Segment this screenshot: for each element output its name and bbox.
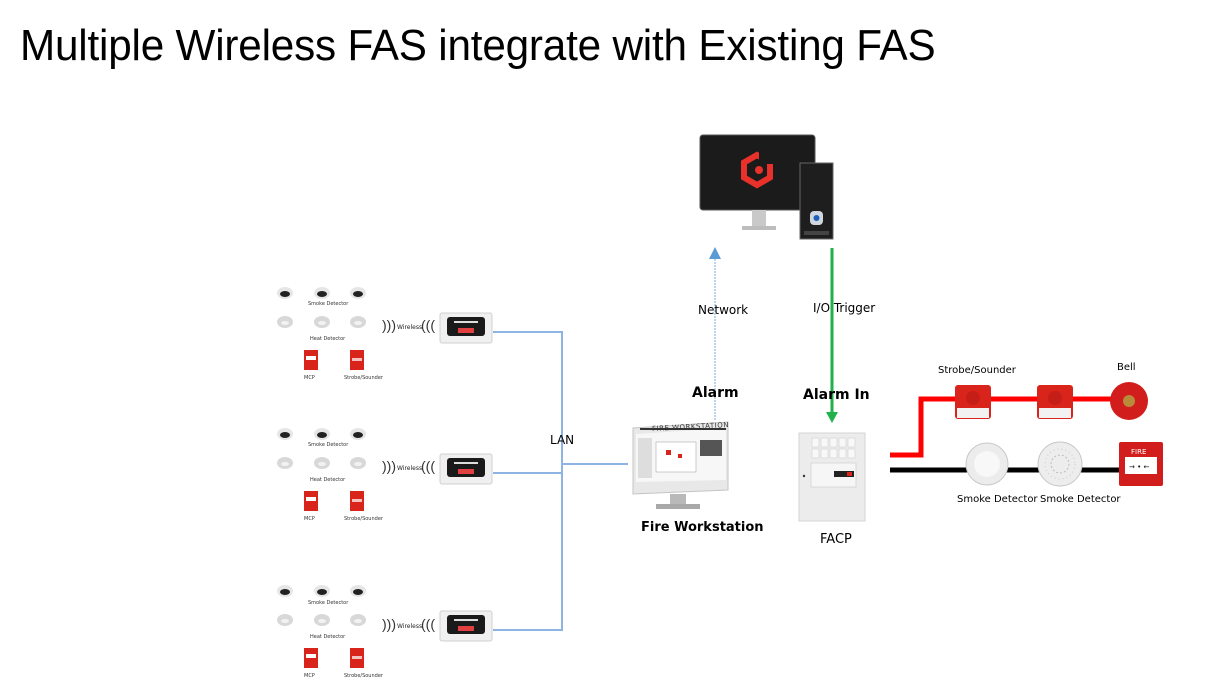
strobe-sounder-icon xyxy=(955,385,991,419)
heat-detector-label: Heat Detector xyxy=(310,477,346,483)
smoke-detector-icon xyxy=(350,287,366,299)
existing-fas-devices: FIRE → • ← xyxy=(955,382,1163,487)
network-arrow xyxy=(709,247,721,420)
smoke-detector-icon xyxy=(277,428,293,440)
bell-icon xyxy=(1110,382,1148,420)
smoke-detector-icon xyxy=(350,428,366,440)
io-trigger-label: I/O Trigger xyxy=(813,301,876,315)
mcp-icon xyxy=(304,350,318,370)
wireless-signal-out-icon: ))) xyxy=(382,458,396,474)
wireless-signal-in-icon: ((( xyxy=(421,458,435,474)
heat-detector-icon xyxy=(350,316,366,328)
existing-smoke-detector-2-label: Smoke Detector xyxy=(1040,494,1121,505)
io-trigger-arrowhead xyxy=(826,412,838,423)
lan-bus xyxy=(493,331,628,631)
fire-workstation-monitor-icon xyxy=(632,421,729,509)
smoke-detectors xyxy=(277,585,366,668)
strobe-sounder-icon xyxy=(350,350,364,370)
heat-detector-label: Heat Detector xyxy=(310,634,346,640)
heat-detector-icon xyxy=(314,316,330,328)
strobe-sounder-label: Strobe/Sounder xyxy=(344,516,383,522)
mcp-fire-text: FIRE xyxy=(1131,448,1146,456)
wireless-signal-in-icon: ((( xyxy=(421,616,435,632)
vms-server-computer-icon xyxy=(699,134,834,240)
mcp-label: MCP xyxy=(304,375,315,381)
existing-smoke-detector-1-label: Smoke Detector xyxy=(957,494,1038,505)
heat-detector-icon xyxy=(314,614,330,626)
slide-title: Multiple Wireless FAS integrate with Exi… xyxy=(20,21,936,70)
mcp-label: MCP xyxy=(304,673,315,679)
mcp-label: MCP xyxy=(304,516,315,522)
heat-detector-label: Heat Detector xyxy=(310,336,346,342)
manual-call-point-icon: FIRE → • ← xyxy=(1119,442,1163,486)
network-label: Network xyxy=(698,303,749,317)
strobe-sounder-icon xyxy=(350,491,364,511)
wireless-label: Wireless xyxy=(397,623,423,630)
fire-workstation-label: Fire Workstation xyxy=(641,520,764,535)
lan-label: LAN xyxy=(550,433,575,447)
strobe-sounder-icon xyxy=(350,648,364,668)
mcp-icon xyxy=(304,491,318,511)
smoke-detector-icon xyxy=(314,428,330,440)
strobe-sounder-label: Strobe/Sounder xyxy=(344,673,383,679)
smoke-detector-label: Smoke Detector xyxy=(308,442,349,448)
smoke-detector-icon xyxy=(965,442,1009,486)
wireless-signal-out-icon: ))) xyxy=(382,317,396,333)
wireless-panel-icon xyxy=(439,610,493,642)
alarm-label: Alarm xyxy=(692,385,739,401)
logo-icon xyxy=(741,151,773,189)
bell-label: Bell xyxy=(1117,362,1136,373)
existing-strobe-sounder-label: Strobe/Sounder xyxy=(938,365,1016,376)
strobe-sounder-icon xyxy=(1037,385,1073,419)
smoke-detector-label: Smoke Detector xyxy=(308,301,349,307)
wireless-panel-icon xyxy=(439,453,493,485)
smoke-detectors xyxy=(277,428,366,511)
strobe-sounder-label: Strobe/Sounder xyxy=(344,375,383,381)
io-trigger-arrow xyxy=(826,248,838,423)
wireless-label: Wireless xyxy=(397,324,423,331)
heat-detector-icon xyxy=(277,457,293,469)
heat-detector-icon xyxy=(277,614,293,626)
heat-detector-icon xyxy=(350,614,366,626)
lan-line-group-1 xyxy=(493,331,563,631)
wireless-signal-in-icon: ((( xyxy=(421,317,435,333)
network-arrowhead xyxy=(709,247,721,259)
wireless-label: Wireless xyxy=(397,465,423,472)
heat-detector-icon xyxy=(277,316,293,328)
svg-text:→ • ←: → • ← xyxy=(1129,463,1149,471)
heat-detector-icon xyxy=(314,457,330,469)
smoke-detector-icon xyxy=(277,585,293,597)
smoke-detector-label: Smoke Detector xyxy=(308,600,349,606)
smoke-detector-icon xyxy=(277,287,293,299)
alarm-in-label: Alarm In xyxy=(803,387,870,403)
smoke-detectors xyxy=(277,287,366,370)
smoke-detector-icon xyxy=(314,287,330,299)
wireless-signal-out-icon: ))) xyxy=(382,616,396,632)
facp-label: FACP xyxy=(820,532,852,547)
sounder-loop xyxy=(890,396,1125,458)
facp-panel-icon xyxy=(798,432,866,522)
smoke-detector-icon xyxy=(350,585,366,597)
mcp-icon xyxy=(304,648,318,668)
smoke-detector-icon xyxy=(314,585,330,597)
heat-detector-icon xyxy=(350,457,366,469)
smoke-detector-icon xyxy=(1037,441,1083,487)
wireless-panel-icon xyxy=(439,312,493,344)
